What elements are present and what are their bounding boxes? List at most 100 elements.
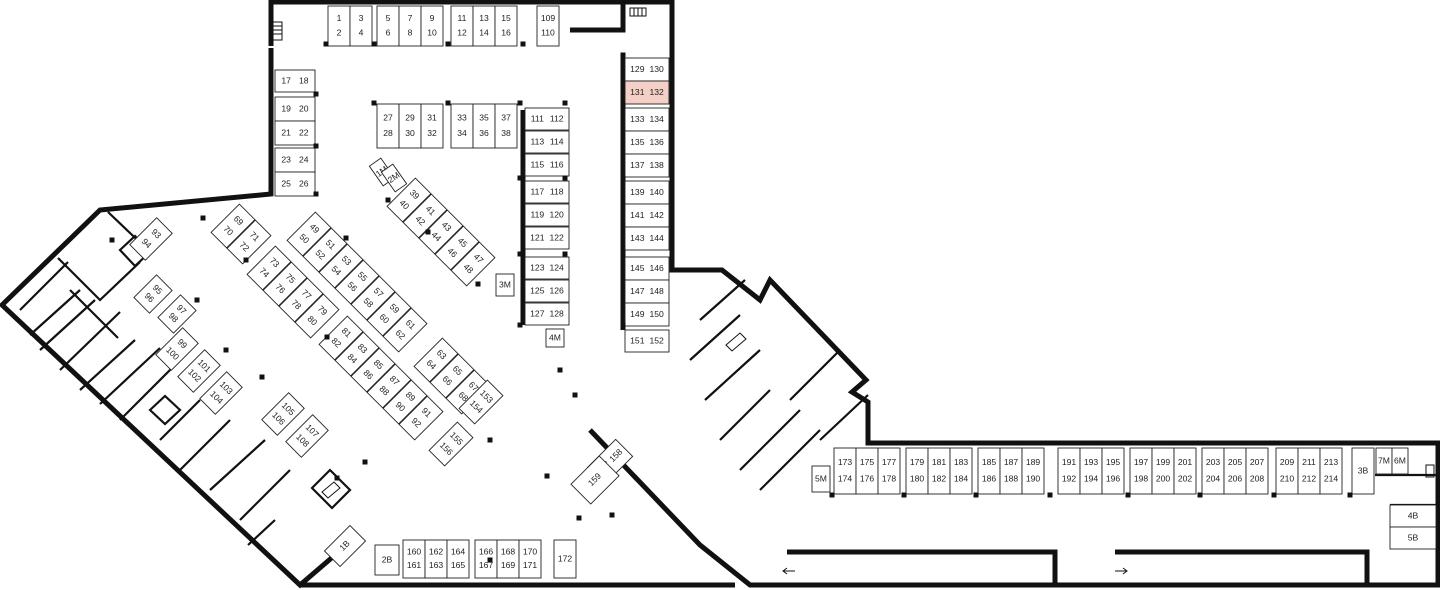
parking-space-5[interactable]: 56 [376,5,400,47]
parking-space-9[interactable]: 910 [420,5,444,47]
parking-space-6M[interactable]: 6M [1391,447,1409,475]
parking-space-1B[interactable]: 1B [323,524,367,568]
parking-space-159[interactable]: 159 [570,455,620,505]
parking-space-5M[interactable]: 5M [811,465,831,493]
parking-space-4M[interactable]: 4M [545,328,565,348]
parking-space-3B[interactable]: 3B [1351,447,1375,495]
parking-space-3M[interactable]: 3M [495,273,515,297]
parking-space-2B[interactable]: 2B [374,544,400,576]
parking-space-4B[interactable]: 4B [1389,504,1437,528]
parking-space-5B[interactable]: 5B [1389,526,1437,550]
parking-space-7M[interactable]: 7M [1375,447,1393,475]
parking-space-172[interactable]: 172 [553,539,577,579]
parking-space-7[interactable]: 78 [398,5,422,47]
